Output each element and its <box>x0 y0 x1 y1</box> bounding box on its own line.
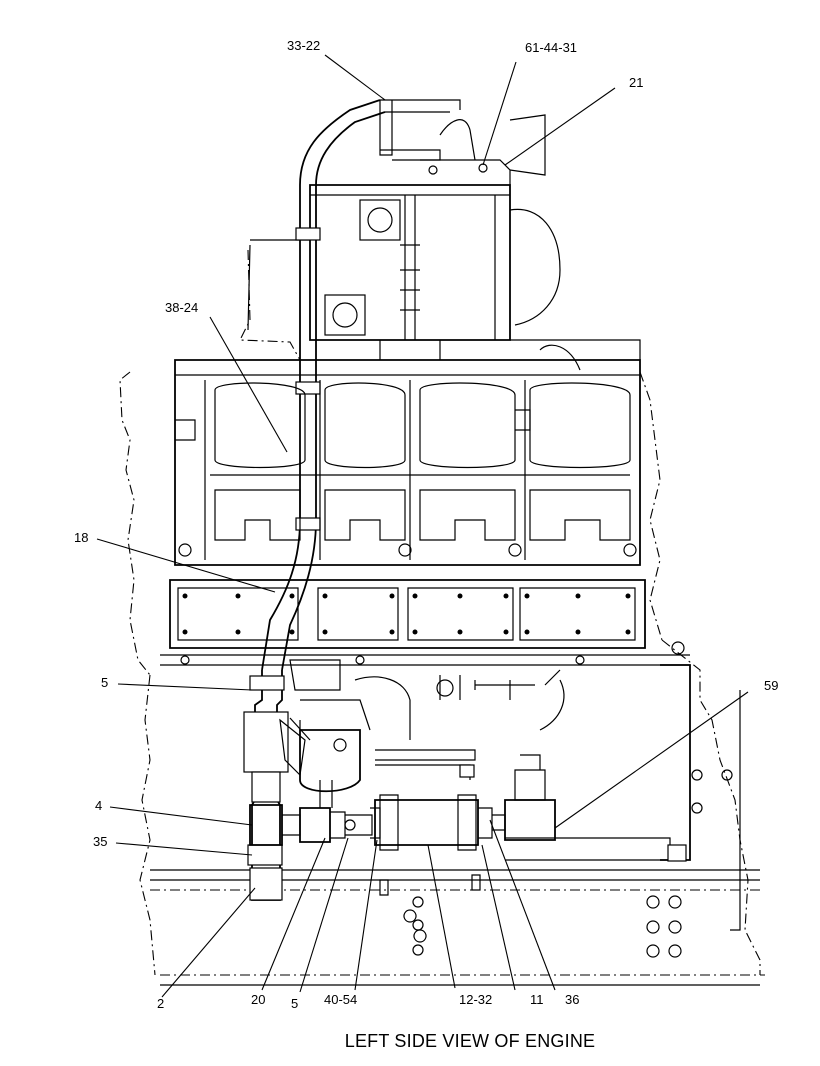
callout-21: 21 <box>629 75 643 90</box>
leader-lines <box>96 54 749 998</box>
callout-61-44-31: 61-44-31 <box>525 40 577 55</box>
callout-5-upper: 5 <box>101 675 108 690</box>
callout-40-54: 40-54 <box>324 992 357 1007</box>
callout-2: 2 <box>157 996 164 1011</box>
lower-block <box>354 664 733 958</box>
cylinder-heads <box>174 344 641 566</box>
callout-4: 4 <box>95 798 102 813</box>
callout-38-24: 38-24 <box>165 300 198 315</box>
callout-35: 35 <box>93 834 107 849</box>
crankcase-covers <box>160 579 690 666</box>
heater-assembly <box>370 754 687 896</box>
upper-air-box <box>247 114 641 360</box>
callout-36: 36 <box>565 992 579 1007</box>
diagram-caption: LEFT SIDE VIEW OF ENGINE <box>344 1031 596 1051</box>
callout-59: 59 <box>764 678 778 693</box>
callout-33-22: 33-22 <box>287 38 320 53</box>
callout-18: 18 <box>74 530 88 545</box>
callout-5-lower: 5 <box>291 996 298 1011</box>
inlet-plumbing <box>243 670 373 901</box>
callout-11: 11 <box>530 992 544 1007</box>
pump-housing <box>289 659 476 808</box>
callout-12-32: 12-32 <box>459 992 492 1007</box>
callout-20: 20 <box>251 992 265 1007</box>
callout-labels: 33-22 61-44-31 21 38-24 18 5 59 4 35 2 2… <box>74 38 778 1011</box>
